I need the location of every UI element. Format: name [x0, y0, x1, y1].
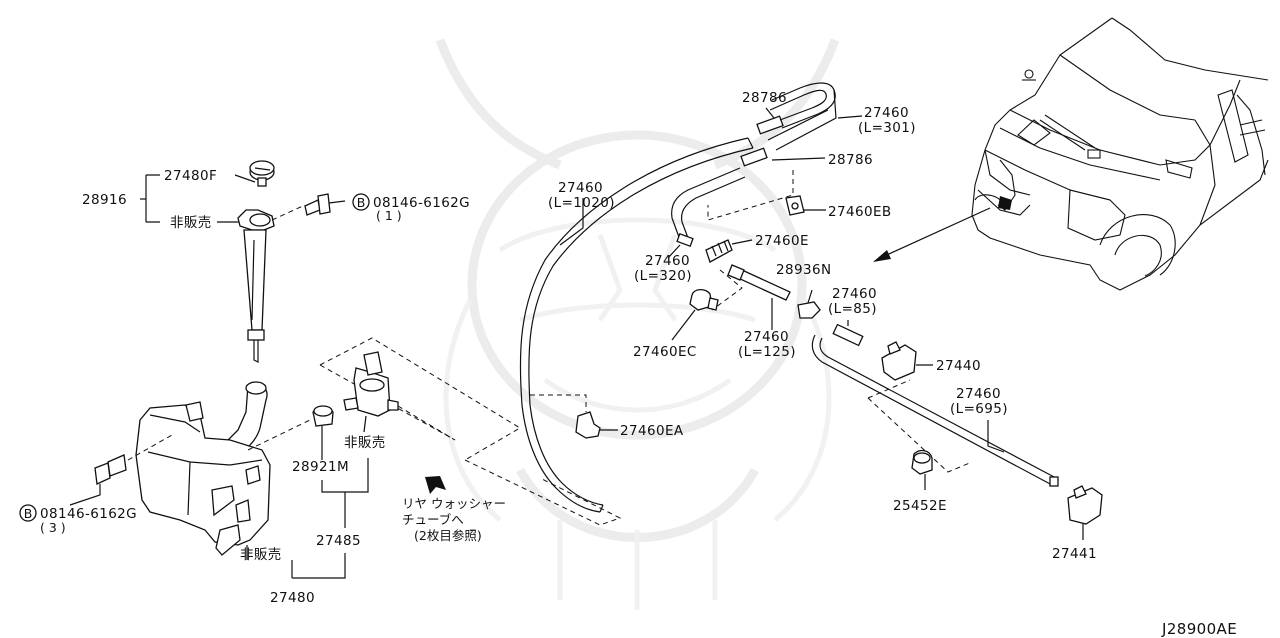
label-27460-l1020: 27460 [558, 180, 603, 196]
diagram-id: J28900AE [1161, 620, 1237, 638]
label-bolt-top-qty: ( 1 ) [376, 208, 402, 223]
part-labels: 28916 27480F 非販売 08146-6162G ( 1 ) 08146… [40, 90, 1237, 638]
label-28916: 28916 [82, 192, 127, 208]
label-27441: 27441 [1052, 546, 1097, 562]
label-27460-l301: 27460 [864, 105, 909, 121]
label-27460-l125: 27460 [744, 329, 789, 345]
label-27460-l320: 27460 [645, 253, 690, 269]
label-27440: 27440 [936, 358, 981, 374]
vehicle-illustration [873, 17, 1269, 291]
label-27460-l85-len: (L=85) [828, 301, 877, 317]
label-rear-washer-2: チューブへ [402, 512, 464, 527]
label-not-for-sale-3: 非販売 [240, 547, 282, 563]
label-27480f: 27480F [164, 168, 217, 184]
label-27460ea: 27460EA [620, 423, 684, 439]
label-27460-l695: 27460 [956, 386, 1001, 402]
circle-marker-top: B [357, 195, 366, 210]
label-25452e: 25452E [893, 498, 947, 514]
label-bolt-top: 08146-6162G [373, 195, 470, 211]
label-27460ec: 27460EC [633, 344, 697, 360]
label-27460eb: 27460EB [828, 204, 892, 220]
label-28921m: 28921M [292, 459, 349, 475]
label-27480: 27480 [270, 590, 315, 606]
label-not-for-sale-1: 非販売 [170, 215, 212, 231]
label-27460-l320-len: (L=320) [634, 268, 692, 284]
hose-routing [519, 82, 1103, 540]
label-27460-l85: 27460 [832, 286, 877, 302]
label-bolt-left: 08146-6162G [40, 506, 137, 522]
label-rear-washer-3: (2枚目参照) [414, 528, 482, 543]
label-not-for-sale-2: 非販売 [344, 435, 386, 451]
label-28786-lower: 28786 [828, 152, 873, 168]
label-27460-l301-len: (L=301) [858, 120, 916, 136]
label-rear-washer-1: リヤ ウォッシャー [402, 496, 506, 511]
label-28936n: 28936N [776, 262, 831, 278]
label-27460-l1020-len: (L=1020) [548, 195, 615, 211]
watermark-crest [435, 38, 840, 610]
label-27460e: 27460E [755, 233, 809, 249]
label-28786-upper: 28786 [742, 90, 787, 106]
circle-marker-left: B [24, 506, 33, 521]
label-bolt-left-qty: ( 3 ) [40, 520, 66, 535]
label-27485: 27485 [316, 533, 361, 549]
reservoir-assembly: B B [19, 160, 622, 579]
label-27460-l125-len: (L=125) [738, 344, 796, 360]
label-27460-l695-len: (L=695) [950, 401, 1008, 417]
